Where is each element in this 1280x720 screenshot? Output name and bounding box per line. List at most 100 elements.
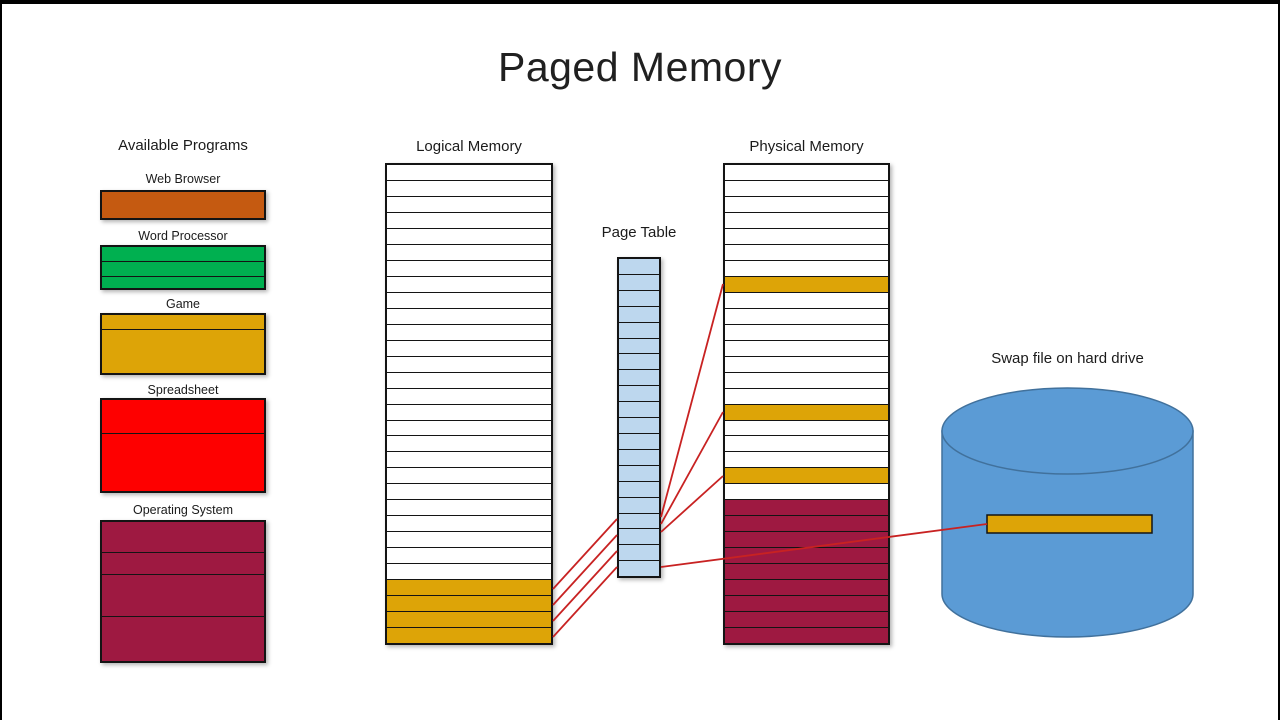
- program-block-divider: [102, 574, 264, 575]
- logical-memory-table-row-13: [387, 371, 551, 388]
- program-block-divider: [102, 276, 264, 277]
- physical-memory-table-row-12: [725, 355, 888, 372]
- page-table-row-1: [619, 273, 659, 290]
- physical-memory-table-row-28: [725, 611, 888, 628]
- logical-memory-table-row-20: [387, 483, 551, 500]
- page-table-row-14: [619, 480, 659, 497]
- logical-memory-table-row-4: [387, 227, 551, 244]
- program-block-divider: [102, 552, 264, 553]
- page-table-row-16: [619, 512, 659, 529]
- physical-memory-table-row-4: [725, 227, 888, 244]
- logical-memory-table-row-23: [387, 531, 551, 548]
- logical-memory-table-row-9: [387, 307, 551, 324]
- logical-memory-table-row-12: [387, 355, 551, 372]
- page-table-row-13: [619, 464, 659, 481]
- physical-memory-table-row-19: [725, 467, 888, 484]
- physical-memory-table-row-17: [725, 435, 888, 452]
- logical-memory-table-row-18: [387, 451, 551, 468]
- program-label-web-browser: Web Browser: [145, 172, 221, 186]
- logical-memory-table-row-24: [387, 547, 551, 564]
- program-label-game: Game: [165, 297, 201, 311]
- physical-memory-table-row-15: [725, 403, 888, 420]
- pagetable-to-frame-7: [660, 283, 724, 518]
- logical-memory-table-row-0: [387, 165, 551, 180]
- logical-memory-table-row-26: [387, 579, 551, 596]
- logical-memory-label: Logical Memory: [416, 138, 522, 155]
- physical-memory-table-row-8: [725, 291, 888, 308]
- physical-memory-table-row-5: [725, 243, 888, 260]
- pagetable-to-frame-19: [660, 475, 724, 533]
- physical-memory-table-row-20: [725, 483, 888, 500]
- page-table-row-17: [619, 528, 659, 545]
- available-programs-heading: Available Programs: [118, 137, 248, 154]
- logical-memory-table-row-3: [387, 211, 551, 228]
- page-table: [617, 257, 661, 578]
- physical-memory-table-row-3: [725, 211, 888, 228]
- logical-memory-table-row-10: [387, 323, 551, 340]
- swap-drive-label: Swap file on hard drive: [991, 350, 1144, 367]
- logical-memory-table-row-6: [387, 259, 551, 276]
- program-block-web-browser: [100, 190, 266, 220]
- physical-memory-table-row-22: [725, 515, 888, 532]
- physical-memory-table-row-13: [725, 371, 888, 388]
- physical-memory-table-row-2: [725, 195, 888, 212]
- program-label-operating-system: Operating System: [132, 503, 234, 517]
- slide-title: Paged Memory: [497, 44, 782, 90]
- pagetable-to-frame-15: [660, 411, 724, 525]
- physical-memory-table-row-18: [725, 451, 888, 468]
- page-table-row-10: [619, 417, 659, 433]
- program-block-word-processor: [100, 245, 266, 290]
- logical-memory-table-row-2: [387, 195, 551, 212]
- physical-memory-table-row-6: [725, 259, 888, 276]
- page-table-row-8: [619, 385, 659, 402]
- physical-memory-table-row-1: [725, 179, 888, 196]
- page-table-row-2: [619, 289, 659, 306]
- page-table-row-4: [619, 321, 659, 338]
- program-block-operating-system: [100, 520, 266, 663]
- logical-memory-table-row-29: [387, 627, 551, 644]
- logical-memory-table-row-27: [387, 595, 551, 612]
- page-table-row-5: [619, 337, 659, 354]
- logical-memory-table-row-8: [387, 291, 551, 308]
- screen-edge-right: [1278, 0, 1280, 720]
- page-table-row-15: [619, 496, 659, 513]
- logical-memory-table-row-5: [387, 243, 551, 260]
- physical-memory-table-row-25: [725, 563, 888, 580]
- page-table-row-0: [619, 259, 659, 274]
- logical-memory-table-row-1: [387, 179, 551, 196]
- logical-memory-table-row-28: [387, 611, 551, 628]
- page-table-row-19: [619, 560, 659, 577]
- logical-page-3-to-pagetable: [552, 566, 618, 638]
- physical-memory-table-row-26: [725, 579, 888, 596]
- physical-memory-table-row-23: [725, 531, 888, 548]
- logical-memory-table-row-22: [387, 515, 551, 532]
- physical-memory-table-row-24: [725, 547, 888, 564]
- logical-memory-table: [385, 163, 553, 645]
- physical-memory-table-row-27: [725, 595, 888, 612]
- program-block-game: [100, 313, 266, 375]
- page-table-row-3: [619, 305, 659, 322]
- logical-memory-table-row-11: [387, 339, 551, 356]
- page-table-row-12: [619, 448, 659, 465]
- physical-memory-label: Physical Memory: [749, 138, 864, 155]
- physical-memory-table-row-14: [725, 387, 888, 404]
- page-table-row-11: [619, 432, 659, 449]
- program-label-word-processor: Word Processor: [138, 229, 228, 243]
- program-block-divider: [102, 616, 264, 617]
- page-table-row-7: [619, 369, 659, 386]
- physical-memory-table-row-7: [725, 275, 888, 292]
- program-block-divider: [102, 433, 264, 434]
- physical-memory-table-row-11: [725, 339, 888, 356]
- physical-memory-table-row-21: [725, 499, 888, 516]
- screen-edge-left: [0, 0, 2, 720]
- physical-memory-table: [723, 163, 890, 645]
- program-block-spreadsheet: [100, 398, 266, 493]
- logical-memory-table-row-16: [387, 419, 551, 436]
- logical-memory-table-row-19: [387, 467, 551, 484]
- logical-memory-table-row-14: [387, 387, 551, 404]
- screen-edge-top: [0, 0, 1280, 4]
- physical-memory-table-row-16: [725, 419, 888, 436]
- program-label-spreadsheet: Spreadsheet: [147, 383, 219, 397]
- logical-memory-table-row-15: [387, 403, 551, 420]
